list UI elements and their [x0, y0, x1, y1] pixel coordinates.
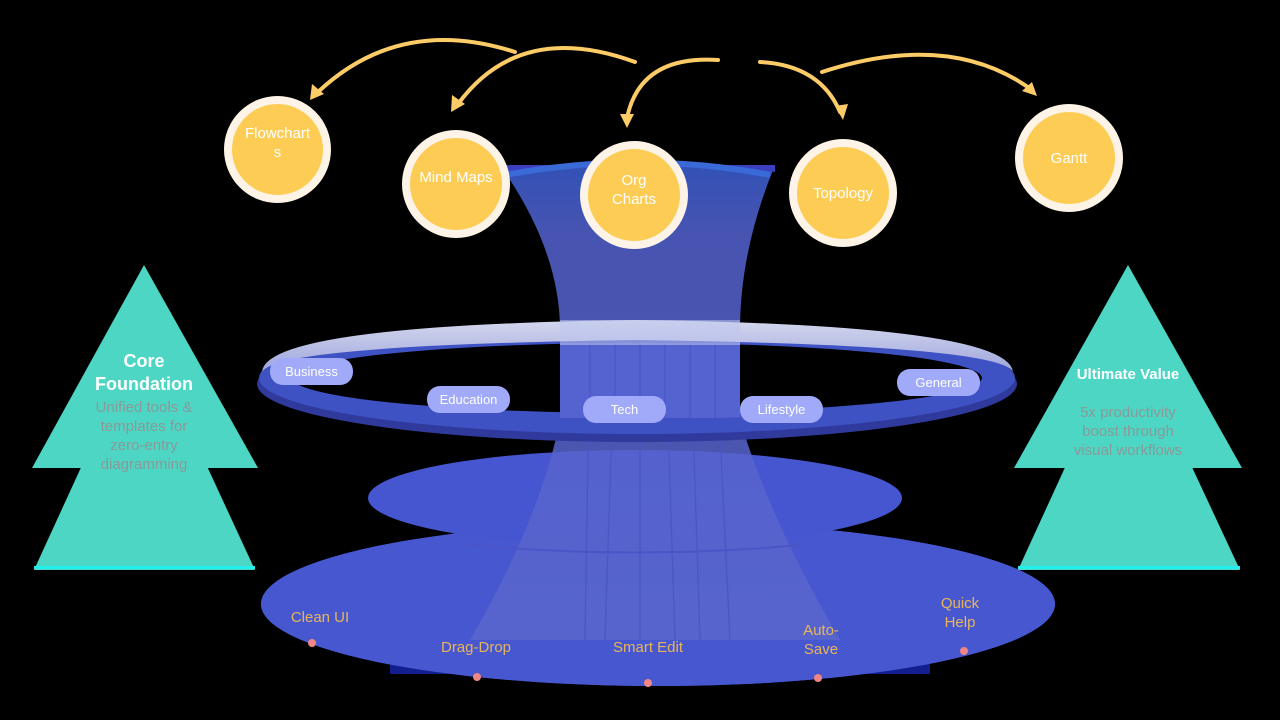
node-label-line1: Org [621, 172, 647, 189]
node-label: Mind Maps [419, 168, 493, 186]
feature-dot [960, 647, 968, 655]
feature-dot [644, 679, 652, 687]
node-mind-maps[interactable]: Mind Maps [402, 130, 510, 238]
right-desc-line: visual workflows [1073, 442, 1183, 459]
feature-quick-help: Quick Help [910, 594, 1010, 632]
left-desc-line: templates for [100, 418, 188, 435]
feature-smart-edit: Smart Edit [598, 638, 698, 657]
right-triangle [1014, 265, 1242, 570]
right-desc-line: 5x productivity [1080, 404, 1176, 421]
feature-clean-ui: Clean UI [270, 608, 370, 627]
node-flowcharts[interactable]: Flowchart s [224, 96, 331, 203]
feature-label: Clean UI [290, 609, 350, 626]
left-desc-line: Unified tools & [95, 399, 193, 416]
left-title-line1: Core [123, 351, 165, 371]
feature-label-line1: Auto- [803, 622, 839, 639]
feature-label: Drag-Drop [440, 639, 512, 656]
category-business[interactable]: Business [270, 358, 353, 385]
node-label: Flowchart s [244, 124, 311, 161]
node-label: Gantt [1050, 149, 1088, 167]
node-topology[interactable]: Topology [789, 139, 897, 247]
right-panel: Ultimate Value 5x productivity boost thr… [1044, 365, 1212, 460]
feature-dot [814, 674, 822, 682]
arrow-head-icon [310, 84, 324, 100]
feature-label: Smart Edit [612, 639, 684, 656]
right-desc-line: boost through [1082, 423, 1174, 440]
left-title-line2: Foundation [95, 374, 193, 394]
node-label: Topology [812, 184, 874, 202]
feature-dot [473, 673, 481, 681]
node-org-charts[interactable]: Org Charts [580, 141, 688, 249]
feature-auto-save: Auto- Save [771, 621, 871, 659]
node-gantt[interactable]: Gantt [1015, 104, 1123, 212]
feature-label-line2: Help [944, 614, 976, 631]
category-tech[interactable]: Tech [583, 396, 666, 423]
left-panel: Core Foundation Unified tools & template… [60, 350, 228, 474]
right-title: Ultimate Value [1076, 366, 1180, 383]
feature-dot [308, 639, 316, 647]
category-lifestyle[interactable]: Lifestyle [740, 396, 823, 423]
arrows [316, 38, 1034, 120]
left-desc-line: diagramming [100, 456, 188, 473]
left-triangle [32, 265, 258, 570]
feature-label-line2: Save [803, 641, 839, 658]
category-general[interactable]: General [897, 369, 980, 396]
feature-drag-drop: Drag-Drop [426, 638, 526, 657]
feature-label-line1: Quick [940, 595, 980, 612]
category-education[interactable]: Education [427, 386, 510, 413]
left-desc-line: zero-entry [110, 437, 178, 454]
node-label-line2: Charts [611, 191, 657, 208]
